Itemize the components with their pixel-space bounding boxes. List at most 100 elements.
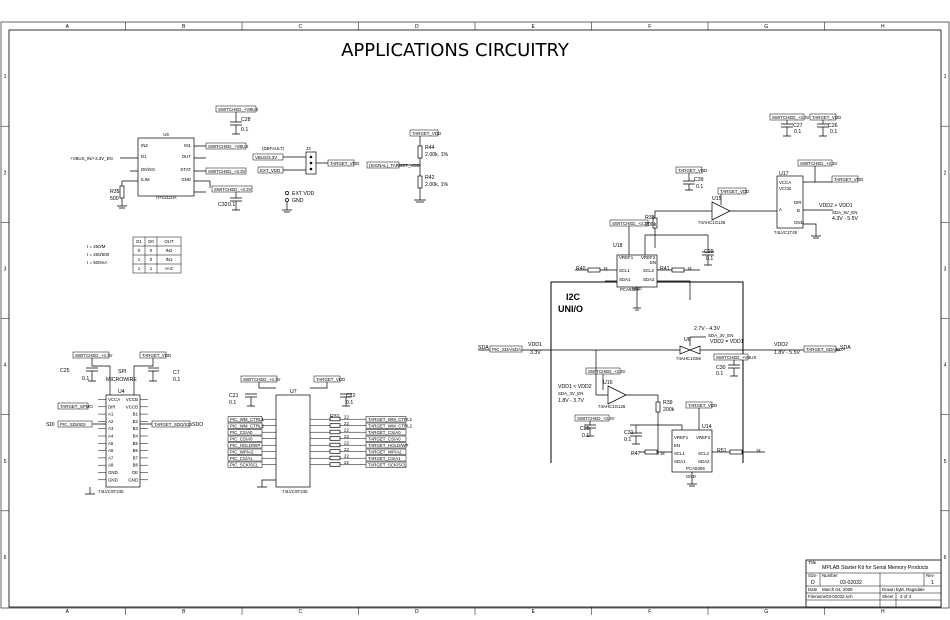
c38-symbol	[584, 421, 596, 437]
u8-switch	[679, 345, 701, 355]
u18-ref: U18	[613, 243, 623, 249]
u7-out-net-3: TARGET_CS/A0	[368, 437, 401, 442]
u7-in-net-0: PIC_WM_CTRL1	[230, 417, 264, 422]
frame-col-bottom-A: A	[66, 609, 70, 615]
c29-ref: C29	[704, 249, 714, 255]
tb-rev: 1	[931, 580, 934, 586]
u4-pin-left-10: GND	[108, 470, 118, 475]
u7-out-net-1: TARGET_WM_CTRL2	[368, 424, 413, 429]
u18-pin2: VREF2	[641, 255, 656, 260]
c28-net: SWITCHED_+VBUS	[218, 107, 258, 112]
j3-pin2	[309, 161, 313, 165]
frame-row-right-1: 1	[944, 74, 947, 80]
u4-pin-right-10: OE	[132, 470, 138, 475]
u7-ref: U7	[290, 389, 297, 395]
table-note1: I = 250/M	[87, 244, 106, 249]
c31-value: 0.1	[624, 437, 631, 443]
sdo-right-net: TARGET_SDO/SDI	[154, 422, 192, 427]
u9-ref: U9	[163, 132, 169, 137]
u7-resistor-3	[329, 436, 341, 441]
u16-buffer	[607, 385, 627, 405]
table-r2c3: IN1	[166, 257, 173, 262]
r44-body	[417, 145, 423, 159]
c7-ref: C7	[173, 370, 180, 376]
frame-col-bottom-F: F	[648, 609, 651, 615]
u17-body	[776, 175, 804, 229]
j3-pin1	[309, 155, 313, 159]
table-r3c2: 1	[150, 266, 153, 271]
r47-value: 1k	[660, 451, 665, 456]
u4-dir: TARGET_SPMO	[60, 404, 93, 409]
truth-table: I = 250/M I = 250/500 I = 500mA D1 D0 OU…	[87, 236, 182, 274]
tb-sheet-label: Sheet	[882, 594, 894, 599]
title-block: Title MPLAB Starter Kit for Serial Memor…	[805, 559, 942, 608]
u7-out-net-5: TARGET_WP/A2	[368, 450, 402, 455]
u9-pin-r1: IN1	[184, 143, 191, 148]
u4-net1: SWITCHED_+3.3V	[75, 353, 113, 358]
u4-pin-left-5: A4	[108, 434, 114, 439]
c27-value: 0.1	[794, 129, 801, 135]
r40-ref: R40	[576, 266, 586, 272]
frame-col-bottom-B: B	[182, 609, 186, 615]
u8-range: 2.7V - 4.3V	[694, 326, 720, 332]
u7-out-box-7	[365, 461, 407, 468]
c25-value: 0.1	[82, 376, 89, 382]
r44-value: 2.00k, 1%	[425, 152, 448, 158]
sda-right-net-box	[803, 345, 837, 353]
tb-number-label: Number	[822, 573, 838, 578]
u7-net1: SWITCHED_+3.3V	[243, 377, 281, 382]
u4-pin-right-3: B2	[133, 419, 139, 424]
c30-ref: C30	[716, 365, 726, 371]
tb-date-label: Date	[808, 587, 818, 592]
c7-value: 0.1	[173, 377, 180, 383]
u8-en: SDA_3V_EN	[708, 333, 733, 338]
u15-part: 74AHC1G126	[698, 220, 726, 225]
u9-pin-l4: ILIM	[141, 177, 150, 182]
u4-dir-box	[57, 402, 89, 410]
u7-body	[275, 394, 311, 488]
tb-size-label: Size	[808, 573, 817, 578]
frame-col-top-F: F	[648, 24, 651, 30]
table-h2: D0	[148, 239, 154, 244]
r35-value: 500	[110, 196, 119, 202]
outer-frame	[0, 21, 950, 609]
frame-col-top-B: B	[182, 24, 186, 30]
r41-body	[671, 267, 685, 273]
frame-row-left-1: 1	[4, 74, 7, 80]
u17-cond3: 4.3V - 5.5V	[832, 216, 858, 222]
table-note3: I = 500mA	[87, 260, 107, 265]
u4-spi-translator: SPI MICROWIRE U4 74LVC8T245 VCCADIRA1A2A…	[46, 351, 203, 495]
u9-pin-r4: GND	[181, 177, 191, 182]
u9-net1: SWITCHED_+VBUS	[208, 144, 248, 149]
u4-pin-right-8: B7	[133, 455, 139, 460]
u8-ref: U8	[684, 337, 691, 343]
r51-body	[729, 449, 743, 455]
r39-value: 200k	[663, 407, 675, 413]
c27-c26-symbols	[781, 120, 829, 137]
table-h3: OUT	[164, 239, 174, 244]
sda-left-net: PIC_SDA/SDA	[492, 347, 521, 352]
spi-label: SPI	[118, 369, 126, 375]
j3-net1: VBUS/3.3V	[255, 155, 277, 160]
u7-resistor-value-2: 22	[344, 428, 349, 433]
u4-pins: VCCADIRA1A2A3A4A5A6A7A8GNDGNDVCCBVCCBB1B…	[98, 397, 148, 482]
u7-in-net-2: PIC_CS/A0	[230, 430, 253, 435]
u9-wires	[120, 145, 211, 193]
frame-row-left-3: 3	[4, 266, 7, 272]
tb-date: March 04, 2008	[822, 587, 853, 592]
block-label-2: UNI/O	[558, 304, 583, 314]
c39-ref: C39	[694, 177, 704, 183]
u18-pin6: SDA2	[643, 277, 655, 282]
c39-net: TARGET_VDD	[678, 168, 707, 173]
r39-body	[655, 401, 661, 413]
u9-power-switch: U9 TPS2110A IN2 D1 D0/ISS ILIM IN1 OUT S…	[70, 105, 258, 211]
r42-value: 2.00k, 1%	[425, 182, 448, 188]
r40-value: 1k	[603, 266, 608, 271]
u7-resistor-value-7: 22	[344, 460, 349, 465]
r35-body	[119, 185, 125, 199]
tb-drawn-label: Drawn by	[882, 587, 901, 592]
table-r1c1: 0	[138, 248, 141, 253]
